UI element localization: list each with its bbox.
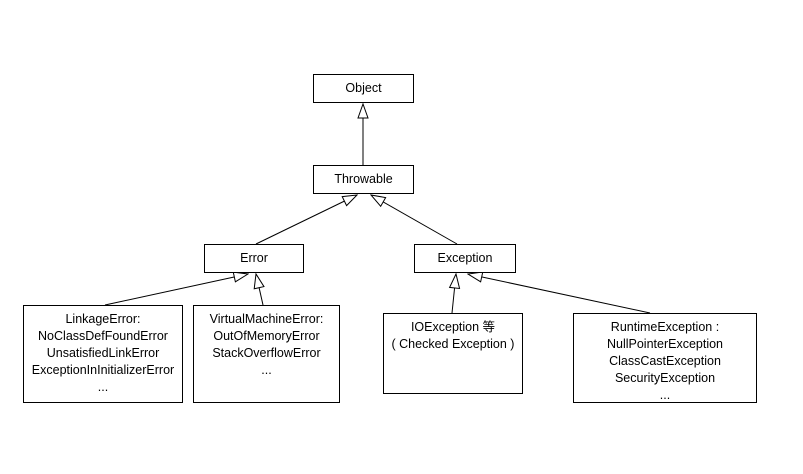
node-linkage-error-line: LinkageError: (65, 312, 141, 326)
node-runtime-exception-line: ClassCastException (609, 354, 721, 368)
edge-io-exception-to-exception (452, 274, 456, 314)
node-io-exception-line: IOException 等 (410, 320, 496, 334)
node-virtual-machine-error: VirtualMachineError: OutOfMemoryError St… (193, 305, 340, 403)
node-throwable-label: Throwable (334, 172, 393, 186)
node-virtual-machine-error-line: VirtualMachineError: (209, 312, 324, 326)
node-error-label: Error (240, 251, 268, 265)
node-io-exception: IOException 等 ( Checked Exception ) (383, 313, 523, 394)
node-linkage-error-line: NoClassDefFoundError (38, 329, 168, 343)
node-linkage-error: LinkageError: NoClassDefFoundError Unsat… (23, 305, 183, 403)
node-exception: Exception (414, 244, 516, 273)
node-object: Object (313, 74, 414, 103)
node-runtime-exception-line: ... (659, 388, 671, 402)
edge-virtual-machine-error-to-error (256, 274, 263, 306)
edge-runtime-exception-to-exception (468, 274, 651, 314)
node-virtual-machine-error-line: OutOfMemoryError (213, 329, 320, 343)
edge-error-to-throwable (255, 195, 357, 245)
node-runtime-exception-line: SecurityException (614, 371, 716, 385)
node-exception-label: Exception (437, 251, 493, 265)
node-object-label: Object (345, 81, 382, 95)
node-error: Error (204, 244, 304, 273)
node-linkage-error-line: ExceptionInInitializerError (31, 363, 175, 377)
node-virtual-machine-error-line: ... (261, 363, 272, 377)
node-runtime-exception-line: RuntimeException : (610, 320, 720, 334)
node-virtual-machine-error-line: StackOverflowError (212, 346, 321, 360)
edge-exception-to-throwable (371, 195, 458, 245)
node-runtime-exception-line: NullPointerException (606, 337, 724, 351)
node-io-exception-line: ( Checked Exception ) (391, 337, 515, 351)
node-linkage-error-line: UnsatisfiedLinkError (46, 346, 160, 360)
node-linkage-error-line: ... (97, 380, 109, 394)
node-runtime-exception: RuntimeException : NullPointerException … (573, 313, 757, 403)
node-throwable: Throwable (313, 165, 414, 194)
edge-linkage-error-to-error (104, 274, 248, 306)
